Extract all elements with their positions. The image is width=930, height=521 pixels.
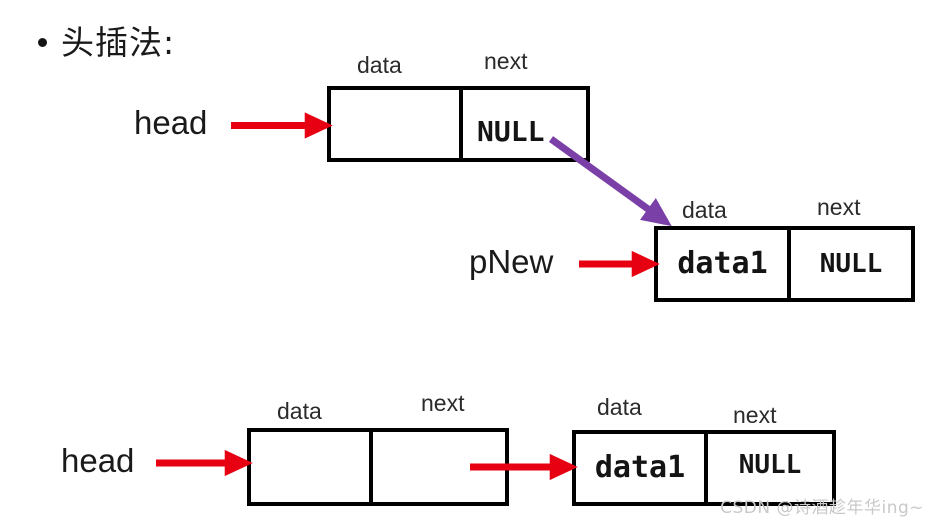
caption-next-new-node: next: [817, 194, 861, 220]
node-second-bottom: data1 NULL: [572, 430, 836, 506]
slide-heading: 头插法:: [38, 26, 175, 59]
pointer-label-pnew: pNew: [469, 243, 554, 280]
node-pnew-next-value: NULL: [819, 249, 883, 279]
heading-text: 头插法:: [61, 23, 176, 62]
node-second-bottom-next-value: NULL: [738, 450, 802, 480]
caption-next-first-node: next: [421, 390, 465, 416]
node-second-bottom-next-cell: NULL: [704, 434, 832, 502]
bullet-dot-icon: [38, 38, 47, 47]
node-first-bottom: [247, 428, 509, 506]
node-head-top-next-value: NULL: [477, 115, 545, 148]
caption-next-second-node: next: [733, 402, 777, 428]
node-head-top: NULL: [327, 86, 590, 162]
node-first-bottom-data-cell: [251, 432, 369, 502]
node-pnew: data1 NULL: [654, 226, 915, 302]
pointer-label-head-top: head: [134, 104, 208, 141]
node-head-top-next-cell: NULL: [459, 90, 586, 158]
pointer-label-head-bottom: head: [61, 442, 135, 479]
caption-data-new-node: data: [682, 197, 727, 223]
caption-data-second-node: data: [597, 394, 642, 420]
caption-data-head-node: data: [357, 52, 402, 78]
node-pnew-next-cell: NULL: [787, 230, 911, 298]
node-first-bottom-next-cell: [369, 432, 505, 502]
caption-data-first-node: data: [277, 398, 322, 424]
caption-next-head-node: next: [484, 48, 528, 74]
node-second-bottom-data-value: data1: [594, 450, 686, 485]
csdn-watermark: CSDN @诗酒趁年华ing~: [720, 498, 924, 518]
node-head-top-data-cell: [331, 90, 459, 158]
node-second-bottom-data-cell: data1: [576, 434, 704, 502]
node-pnew-data-value: data1: [677, 246, 768, 281]
node-pnew-data-cell: data1: [658, 230, 787, 298]
